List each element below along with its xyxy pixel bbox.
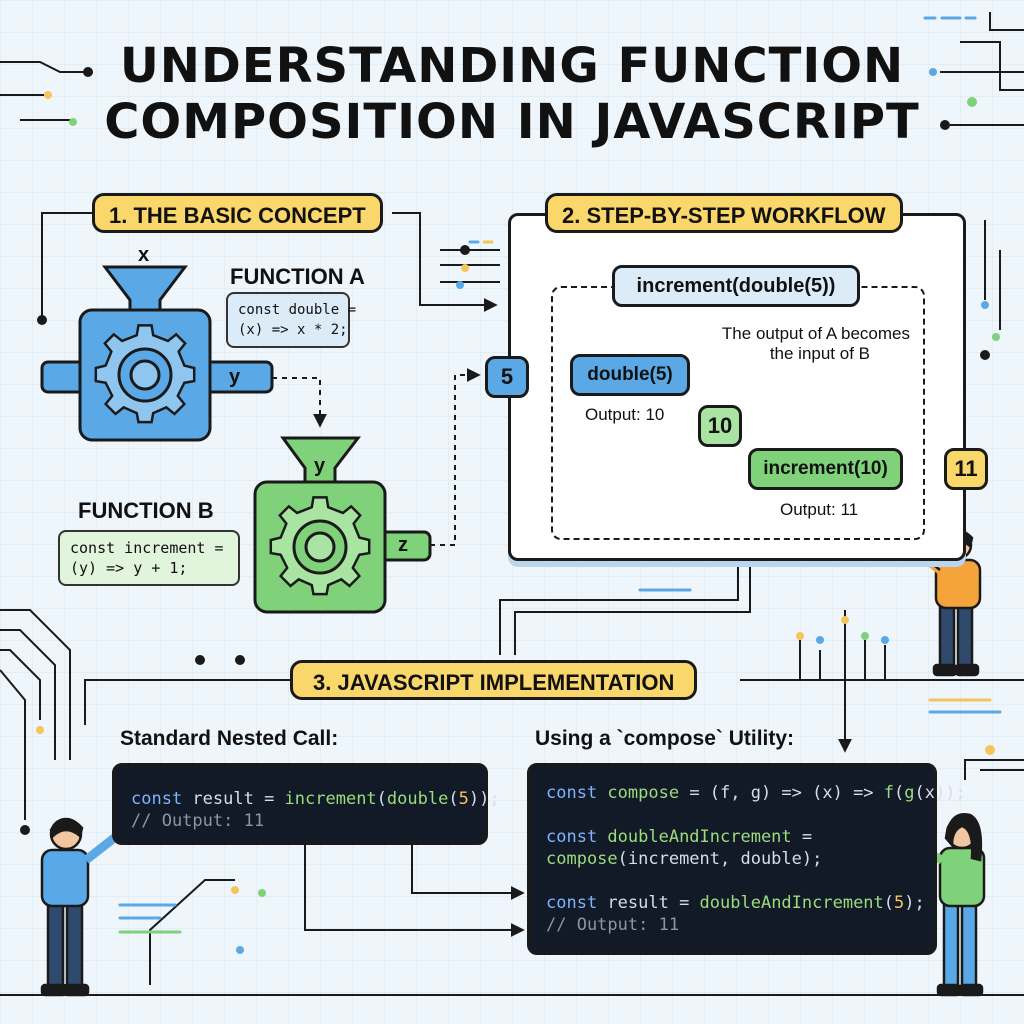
code-token: double [386, 789, 449, 809]
function-a-machine [40, 265, 274, 442]
result-value-box: 11 [944, 448, 988, 490]
intermediate-value-box: 10 [698, 405, 742, 447]
code-token: = (f, g) => (x) => [679, 783, 884, 803]
code-token: = [791, 827, 813, 847]
code-token: const [131, 789, 183, 809]
function-b-code-line-2: (y) => y + 1; [70, 559, 188, 577]
code-token: 5 [458, 789, 469, 809]
compose-code-line-1: const compose = (f, g) => (x) => f(g(x))… [546, 782, 966, 804]
code-token: ( [883, 893, 895, 913]
code-token: )); [468, 789, 500, 809]
machine-a-input-label: x [138, 244, 150, 266]
increment-output-label: Output: 11 [780, 500, 859, 519]
compose-code-block: const compose = (f, g) => (x) => f(g(x))… [527, 763, 966, 955]
function-a-code-line-2: (x) => x * 2; [238, 322, 348, 338]
function-b-title: FUNCTION B [78, 498, 214, 523]
section-2-badge: 2. STEP-BY-STEP WORKFLOW [545, 193, 903, 233]
machine-b-input-label: y [314, 455, 326, 477]
code-token: ); [904, 893, 925, 913]
annotation-line-1: The output of A becomes [721, 324, 910, 343]
code-token: const [546, 893, 598, 913]
function-b-code-line-1: const increment = [70, 539, 224, 557]
function-a-code: const double = (x) => x * 2; [226, 292, 357, 348]
section-1-badge: 1. THE BASIC CONCEPT [92, 193, 383, 233]
code-token: increment [284, 789, 377, 809]
compose-code-line-4: const result = doubleAndIncrement(5); [546, 892, 925, 914]
code-token: f [883, 783, 895, 803]
code-token: ( [894, 783, 905, 803]
expression-box: increment(double(5)) [612, 265, 860, 307]
code-token: ( [448, 789, 459, 809]
code-token: g [904, 783, 915, 803]
function-a-title: FUNCTION A [230, 264, 365, 289]
code-token: 5 [894, 893, 905, 913]
function-a-code-line-1: const double = [238, 302, 357, 318]
compose-code-line-3: compose(increment, double); [546, 848, 918, 870]
compose-heading: Using a `compose` Utility: [535, 727, 795, 750]
person-bottom-right [909, 813, 986, 997]
code-token: doubleAndIncrement [699, 893, 884, 913]
code-token: const [546, 783, 598, 803]
machine-b-output-label: z [398, 534, 408, 556]
double-step-box: double(5) [570, 354, 690, 396]
machine-a-output-label: y [229, 366, 241, 388]
code-token: compose [597, 783, 680, 803]
double-output-label: Output: 10 [585, 405, 665, 424]
function-b-code: const increment = (y) => y + 1; [58, 530, 240, 586]
title-line-2: COMPOSITION IN JAVASCRIPT [104, 94, 920, 150]
title-line-1: UNDERSTANDING FUNCTION [119, 38, 905, 94]
nested-code-line-2: // Output: 11 [131, 811, 265, 831]
code-token: (increment, double); [617, 849, 823, 869]
nested-call-code-block: const result = increment(double(5)); // … [112, 763, 500, 845]
code-token: (x)); [914, 783, 966, 803]
compose-code-line-5: // Output: 11 [546, 915, 680, 935]
function-b-machine [253, 436, 432, 614]
nested-call-heading: Standard Nested Call: [120, 727, 339, 750]
code-token: result = [597, 893, 700, 913]
page-title: UNDERSTANDING FUNCTION COMPOSITION IN JA… [0, 38, 1024, 150]
code-token: compose [546, 849, 618, 869]
compose-code-line-2: const doubleAndIncrement = [546, 826, 918, 848]
nested-code-line-1: const result = increment(double(5)); [131, 788, 500, 810]
code-token: const [546, 827, 598, 847]
section-3-badge: 3. JAVASCRIPT IMPLEMENTATION [290, 660, 698, 700]
input-value-box: 5 [485, 356, 529, 398]
person-bottom-left [40, 817, 121, 997]
code-token: doubleAndIncrement [597, 827, 792, 847]
increment-step-box: increment(10) [748, 448, 903, 490]
code-token: ( [376, 789, 387, 809]
annotation-line-2: the input of B [769, 344, 870, 363]
code-token: result = [182, 789, 285, 809]
workflow-annotation: The output of A becomes the input of B [700, 324, 910, 364]
